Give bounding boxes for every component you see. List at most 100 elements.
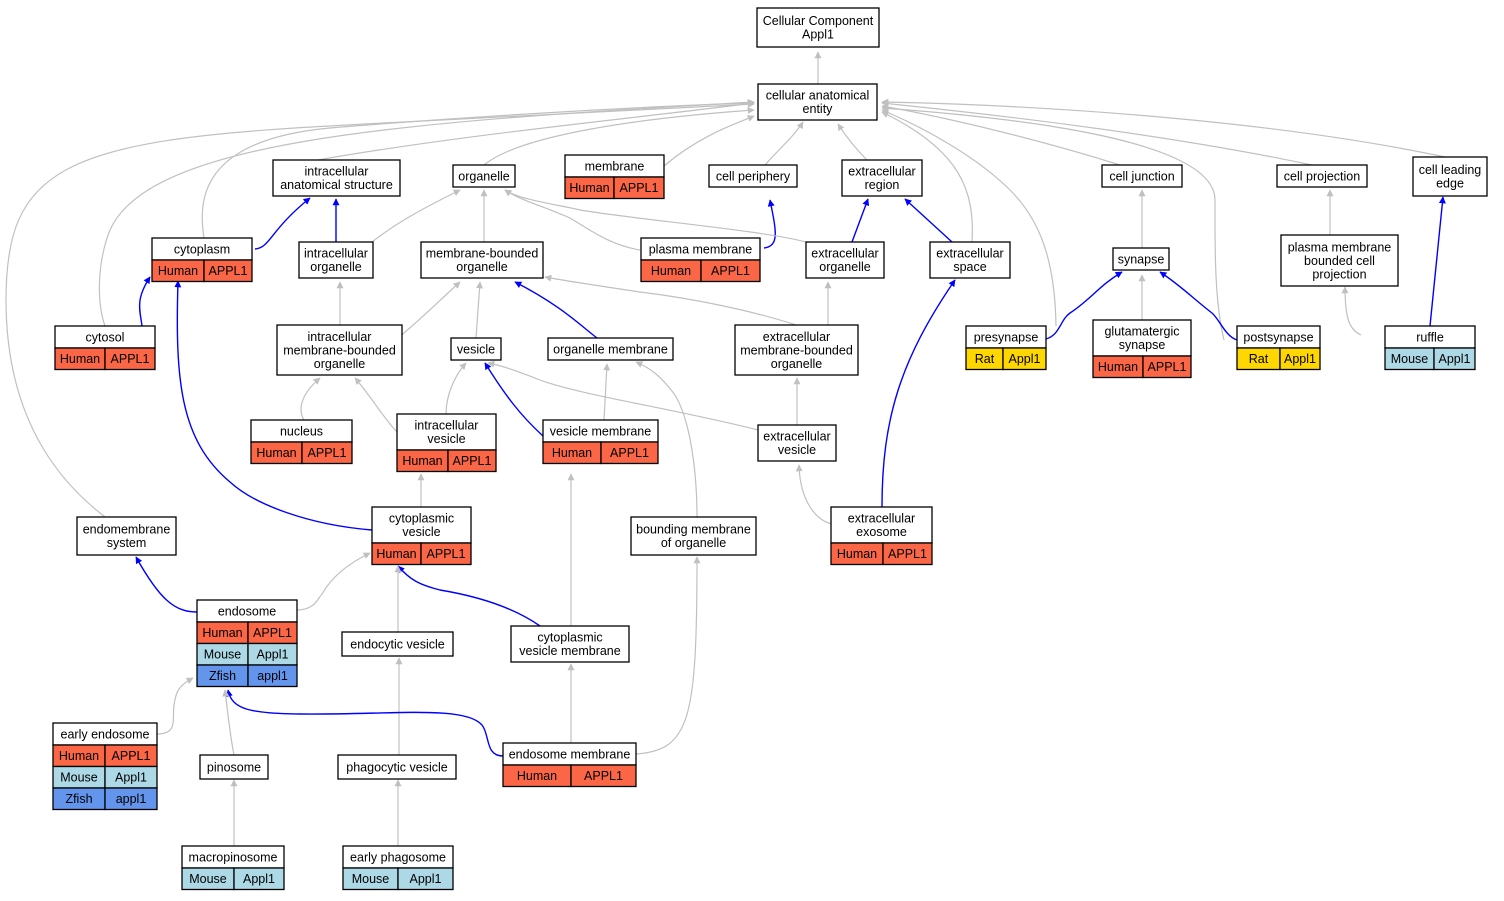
node-label-text: anatomical structure — [280, 178, 393, 192]
node-label-box — [396, 413, 497, 451]
is-a-edge — [487, 360, 759, 431]
node-label-box — [1276, 164, 1368, 188]
species-label: Zfish — [209, 669, 236, 683]
node-orgmem[interactable]: organelle membrane — [547, 337, 674, 361]
node-label-box — [371, 506, 472, 544]
part-of-edge — [174, 280, 373, 531]
node-label-text: extracellular — [811, 247, 878, 261]
species-label: Mouse — [189, 872, 227, 886]
node-label-text: Cellular Component — [763, 14, 874, 28]
gene-cell — [1279, 347, 1321, 371]
node-label-text: space — [953, 260, 986, 274]
node-label-text: vesicle membrane — [550, 424, 651, 438]
is-a-edge — [881, 98, 1446, 158]
gene-symbol: APPL1 — [888, 547, 927, 561]
node-synapse[interactable]: synapse — [1112, 247, 1170, 271]
species-label: Human — [59, 749, 99, 763]
species-label: Mouse — [60, 771, 98, 785]
node-label-text: membrane-bounded — [283, 343, 396, 357]
node-label-text: extracellular — [763, 430, 830, 444]
node-label-box — [547, 337, 674, 361]
is-a-edge — [881, 103, 1121, 166]
node-label-text: organelle — [310, 260, 361, 274]
is-a-edge — [317, 100, 755, 161]
is-a-edge — [5, 100, 755, 518]
node-cellproj[interactable]: cell projection — [1276, 164, 1368, 188]
part-of-edge — [138, 276, 151, 327]
node-cellperiph[interactable]: cell periphery — [708, 164, 798, 188]
node-label-box — [276, 324, 403, 376]
gene-cell — [1142, 355, 1192, 379]
node-label-text: extracellular — [763, 330, 830, 344]
node-label-text: Appl1 — [802, 28, 834, 42]
node-organelle[interactable]: organelle — [452, 164, 516, 188]
gene-symbol: Appl1 — [1009, 352, 1041, 366]
node-label-box — [757, 424, 837, 462]
part-of-edge — [514, 281, 598, 339]
node-label-text: cytoplasmic — [537, 631, 602, 645]
node-label-box — [420, 241, 544, 279]
node-label-text: pinosome — [207, 760, 261, 774]
node-label-box — [337, 754, 457, 780]
node-label-text: organelle — [456, 260, 507, 274]
node-label-box — [841, 159, 923, 197]
gene-symbol: Appl1 — [257, 648, 289, 662]
node-label-text: cell leading — [1419, 163, 1482, 177]
node-label-text: vesicle — [778, 443, 816, 457]
node-label-text: exosome — [856, 525, 907, 539]
node-label-text: early phagosome — [350, 850, 446, 864]
gene-cell — [882, 542, 933, 566]
gene-cell — [420, 542, 472, 566]
node-label-text: vesicle membrane — [519, 644, 620, 658]
node-pinosome[interactable]: pinosome — [199, 754, 269, 780]
node-label-text: glutamatergic — [1104, 325, 1179, 339]
part-of-edge — [904, 198, 953, 243]
node-label-text: endosome — [218, 604, 276, 618]
gene-symbol: APPL1 — [253, 626, 292, 640]
node-label-box — [450, 337, 502, 361]
gene-symbol: APPL1 — [620, 181, 659, 195]
node-label-box — [298, 241, 374, 279]
node-phagoves[interactable]: phagocytic vesicle — [337, 754, 457, 780]
node-vesicle[interactable]: vesicle — [450, 337, 502, 361]
is-a-edge — [156, 677, 194, 735]
gene-cell — [104, 787, 158, 811]
node-celljunc[interactable]: cell junction — [1101, 164, 1183, 188]
is-a-edge — [483, 106, 755, 166]
node-endocves[interactable]: endocytic vesicle — [341, 631, 454, 657]
